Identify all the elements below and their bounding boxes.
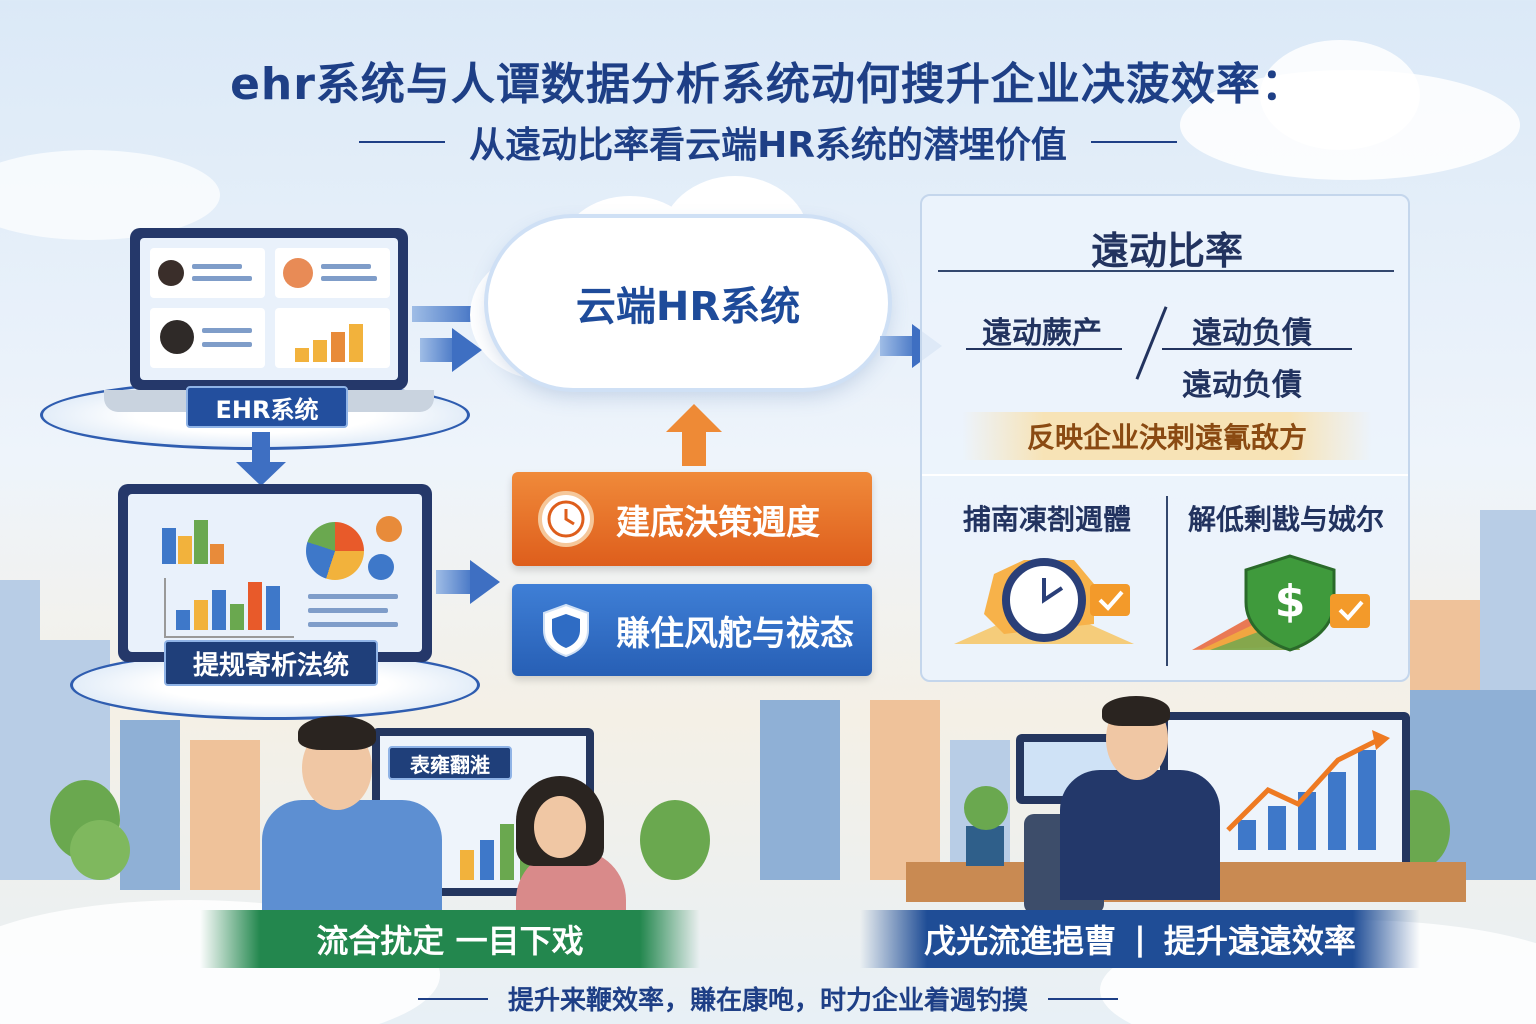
formula-rule [1162,348,1352,350]
analysis-system-label: 提规寄析法统 [164,640,378,686]
formula-numerator: 遠动蕨产 [982,316,1102,351]
avatar [160,320,194,354]
formula-denominator-bottom: 遠动负債 [1182,368,1302,403]
ribbon-right-part-a: 戊光流進挹曹 [924,922,1117,960]
improve-decision-heading: 捕南凍剳週體 [962,503,1131,536]
plant-pot [966,826,1004,866]
woman-listener-face [534,796,586,858]
plant-icon [964,786,1008,830]
down-arrow-shaft [252,432,270,468]
ribbon-right-separator: | [1134,920,1146,958]
cloud-hr-system: 云端HR系统 [488,218,888,388]
panel-title-rule [938,270,1394,272]
building [190,740,260,890]
footer-rule-right [1048,997,1118,1000]
pie-small-icon [368,554,394,580]
footer-rule-left [417,997,488,1000]
background-cloud [1260,40,1420,150]
building [0,580,40,880]
avatar [283,258,313,288]
board-label: 表雍翻溎 [388,746,512,780]
arrow-shaft [412,306,480,322]
analysis-chart-frame [164,578,294,638]
decision-speed-button[interactable]: 建底決策週度 [512,472,872,566]
current-ratio-panel: 遠动比率 遠动蕨产 遠动负債 遠动负債 反映企业決剌遠氰敌方 捕南凍剳週體 解低… [920,194,1410,682]
ehr-system-label: EHR系统 [186,386,348,428]
cloud-hr-label: 云端HR系统 [575,284,801,330]
formula-denominator-top: 遠动负債 [1192,316,1312,351]
ribbon-right: 戊光流進挹曹 | 提升遠遠效率 [860,910,1420,968]
tree [640,800,710,880]
panel-divider [922,474,1408,476]
subtitle-rule-right [1090,141,1177,143]
risk-control-button[interactable]: 賺住风舵与祓态 [512,584,872,676]
mini-bar-chart [275,308,390,368]
risk-control-label: 賺住风舵与祓态 [616,613,854,654]
man-analyst [1060,770,1220,900]
shield-icon [538,602,594,658]
decision-speed-label: 建底決策週度 [616,502,820,543]
arrow-shaft [436,570,476,594]
panel-title: 遠动比率 [1090,229,1243,273]
analysis-laptop-screen [118,484,432,662]
stopwatch-icon [944,554,1144,654]
analysis-bar-chart [158,514,238,570]
clock-icon [538,491,594,547]
down-arrow-icon [236,462,286,486]
man-presenter-hair [298,716,376,750]
man-analyst-hair [1102,696,1170,726]
page-subtitle: 从遠动比率看云端HR系统的潜埋价值 [469,125,1067,166]
formula-slash [1135,306,1168,380]
up-arrow-icon [666,404,722,432]
ribbon-right-part-b: 提升遠遠效率 [1163,922,1356,960]
ribbon-left: 流合扰定 一目下戏 [200,910,700,968]
page-title: ehr系统与人谭数据分析系统动何搜升企业决菠效率： [230,59,1306,110]
subtitle-row: 从遠动比率看云端HR系统的潜埋价值 [0,116,1536,168]
building [870,700,940,880]
analytics-monitor [1160,712,1410,872]
pie-small-icon [376,516,402,542]
footer-text: 提升来鞭效率，賺在康咆，时力企业着週钓摸 [507,986,1028,1016]
svg-text:$: $ [1275,576,1306,627]
building [760,700,840,880]
background-cloud [0,150,220,240]
arrow-shaft [880,336,920,356]
building [120,720,180,890]
panel-column-divider [1166,496,1168,666]
up-arrow-shaft [682,430,706,466]
subtitle-rule-left [359,141,446,143]
footer: 提升来鞭效率，賺在康咆，时力企业着週钓摸 [0,980,1536,1017]
right-arrow-icon [470,560,500,604]
formula-rule [966,348,1122,350]
pie-chart-icon [306,522,364,580]
reduce-risk-heading: 解低剰戡与娀尔 [1187,503,1384,536]
shield-dollar-icon: $ [1190,550,1390,654]
tree [70,820,130,880]
growth-chart-icon [1226,730,1390,850]
ehr-laptop-screen [130,228,408,390]
man-presenter [262,800,442,930]
panel-highlight: 反映企业決剌遠氰敌方 [962,412,1372,460]
avatar [158,260,184,286]
